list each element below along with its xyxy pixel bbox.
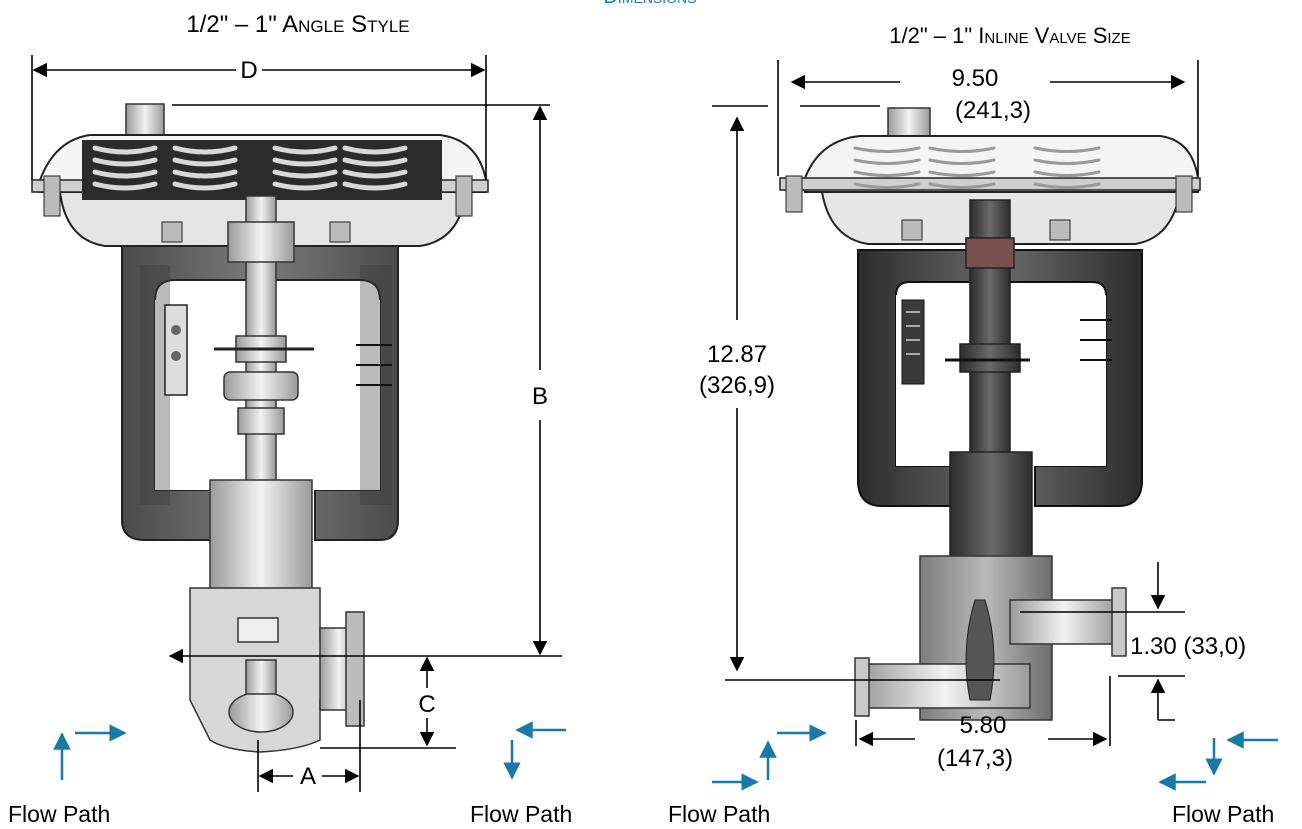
dim-label-d: D: [240, 57, 257, 84]
dim-label-c: C: [418, 691, 435, 718]
dim-offset: 1.30 (33,0): [1130, 633, 1246, 660]
flow-path-icon-inline-left: [712, 724, 827, 791]
flow-path-label-left-b: Flow Path: [470, 801, 572, 827]
dim-height-mm: (326,9): [699, 372, 775, 399]
angle-valve-illustration: [31, 103, 489, 753]
flow-path-label-right-a: Flow Path: [668, 801, 770, 827]
dimension-lines-right: [712, 60, 1199, 747]
section-title: Dimensions: [603, 0, 696, 8]
flow-path-icon-right: [503, 721, 566, 780]
dim-label-b: B: [532, 383, 548, 410]
flow-path-label-left-a: Flow Path: [8, 801, 110, 827]
dim-width-inches: 9.50: [952, 65, 999, 92]
dim-label-a: A: [300, 763, 316, 790]
left-title: 1/2" – 1" Angle Style: [186, 11, 409, 38]
inline-valve-illustration: [779, 107, 1201, 721]
right-title: 1/2" – 1" Inline Valve Size: [889, 23, 1130, 48]
flow-path-icon-inline-right: [1158, 731, 1278, 791]
dimension-lines-left: [31, 55, 562, 792]
dim-length-inches: 5.80: [960, 712, 1007, 739]
dim-length-mm: (147,3): [937, 745, 1013, 772]
flow-path-label-right-b: Flow Path: [1172, 801, 1274, 827]
dim-height-inches: 12.87: [707, 341, 767, 368]
dim-width-mm: (241,3): [955, 97, 1031, 124]
flow-path-icon-left: [53, 724, 127, 780]
